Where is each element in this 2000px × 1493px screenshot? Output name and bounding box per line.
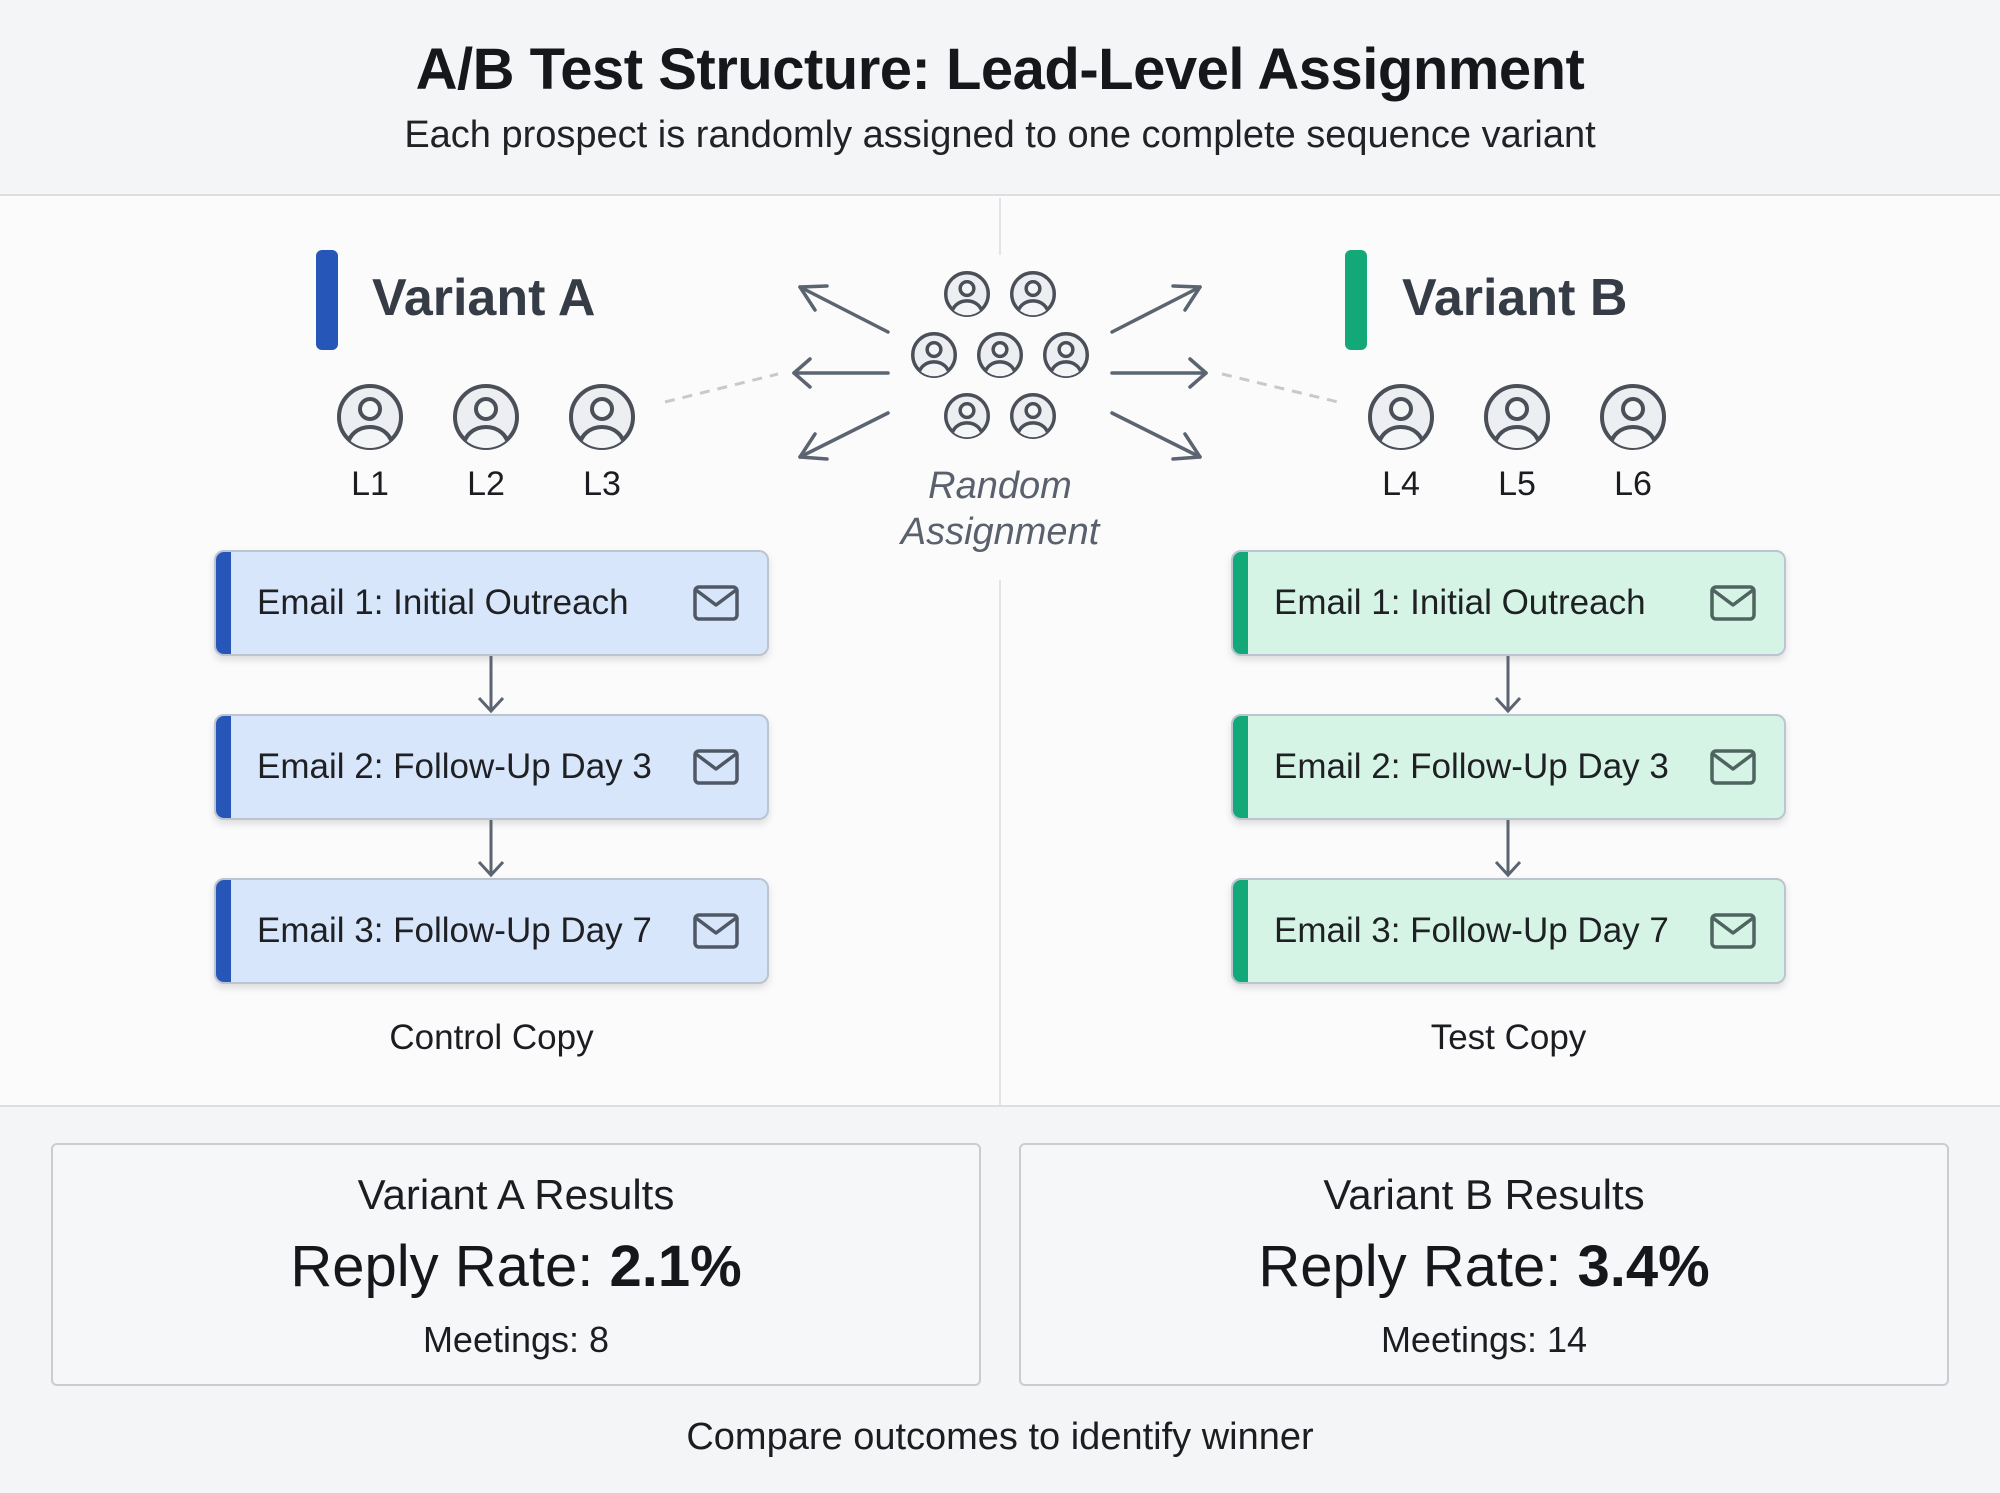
pool-user-icon bbox=[977, 332, 1023, 378]
variant-b-email-1: Email 1: Initial Outreach bbox=[1231, 550, 1786, 656]
results-card-title: Variant B Results bbox=[1323, 1171, 1645, 1218]
variant-a-email-1: Email 1: Initial Outreach bbox=[214, 550, 769, 656]
down-arrow-icon bbox=[1494, 820, 1522, 878]
lead-label: L1 bbox=[351, 465, 389, 503]
email-accent-bar bbox=[216, 552, 231, 654]
email-label: Email 3: Follow-Up Day 7 bbox=[1274, 911, 1669, 950]
lead-user-icon bbox=[569, 384, 635, 450]
variant-b-title: Variant B bbox=[1402, 269, 1628, 327]
page-title: A/B Test Structure: Lead-Level Assignmen… bbox=[415, 37, 1585, 102]
variant-a-title: Variant A bbox=[372, 269, 596, 327]
email-label: Email 1: Initial Outreach bbox=[257, 583, 629, 622]
page-subtitle: Each prospect is randomly assigned to on… bbox=[404, 114, 1596, 156]
down-arrow-icon bbox=[477, 656, 505, 714]
reply-rate-label: Reply Rate: bbox=[1258, 1234, 1562, 1299]
down-arrow-icon bbox=[1494, 656, 1522, 714]
random-assignment-label-line2: Assignment bbox=[900, 511, 1100, 553]
mail-icon bbox=[693, 913, 739, 949]
results-card-title: Variant A Results bbox=[357, 1171, 675, 1218]
lead-label: L2 bbox=[467, 465, 505, 503]
email-label: Email 3: Follow-Up Day 7 bbox=[257, 911, 652, 950]
down-arrow-icon bbox=[477, 820, 505, 878]
reply-rate: Reply Rate: 2.1% bbox=[53, 1233, 979, 1300]
email-label: Email 2: Follow-Up Day 3 bbox=[1274, 747, 1669, 786]
footer-caption: Compare outcomes to identify winner bbox=[686, 1416, 1314, 1458]
email-label: Email 2: Follow-Up Day 3 bbox=[257, 747, 652, 786]
lead-user-icon bbox=[1600, 384, 1666, 450]
header: A/B Test Structure: Lead-Level Assignmen… bbox=[0, 0, 2000, 196]
mail-icon bbox=[693, 749, 739, 785]
pool-user-icon bbox=[944, 271, 990, 317]
reply-rate: Reply Rate: 3.4% bbox=[1021, 1233, 1947, 1300]
meetings-count: Meetings: 14 bbox=[1380, 1319, 1588, 1360]
lead-user-icon bbox=[453, 384, 519, 450]
email-label: Email 1: Initial Outreach bbox=[1274, 583, 1646, 622]
variant-a-color-bar bbox=[316, 250, 338, 350]
meetings-count: Meetings: 8 bbox=[422, 1319, 610, 1360]
lead-label: L6 bbox=[1614, 465, 1652, 503]
variant-b-results-card: Variant B Results Reply Rate: 3.4% Meeti… bbox=[1019, 1143, 1949, 1386]
assignment-arrows bbox=[664, 284, 1339, 461]
mail-icon bbox=[1710, 585, 1756, 621]
email-accent-bar bbox=[1233, 716, 1248, 818]
center-divider-gap bbox=[880, 255, 1120, 580]
variant-a-copy-label: Control Copy bbox=[389, 1018, 594, 1057]
email-accent-bar bbox=[1233, 880, 1248, 982]
center-divider bbox=[999, 198, 1001, 1105]
variant-b-email-2: Email 2: Follow-Up Day 3 bbox=[1231, 714, 1786, 820]
pool-user-icon bbox=[1010, 271, 1056, 317]
email-accent-bar bbox=[216, 716, 231, 818]
lead-user-icon bbox=[337, 384, 403, 450]
random-assignment-label-line1: Random bbox=[928, 465, 1072, 507]
variant-a-results-card: Variant A Results Reply Rate: 2.1% Meeti… bbox=[51, 1143, 981, 1386]
pool-user-icon bbox=[944, 393, 990, 439]
reply-rate-label: Reply Rate: bbox=[290, 1234, 594, 1299]
variant-a-email-3: Email 3: Follow-Up Day 7 bbox=[214, 878, 769, 984]
lead-label: L4 bbox=[1382, 465, 1420, 503]
email-accent-bar bbox=[216, 880, 231, 982]
mail-icon bbox=[1710, 913, 1756, 949]
lead-label: L3 bbox=[583, 465, 621, 503]
mail-icon bbox=[1710, 749, 1756, 785]
lead-user-icon bbox=[1368, 384, 1434, 450]
pool-user-icon bbox=[1010, 393, 1056, 439]
mail-icon bbox=[693, 585, 739, 621]
pool-user-icon bbox=[911, 332, 957, 378]
lead-label: L5 bbox=[1498, 465, 1536, 503]
email-accent-bar bbox=[1233, 552, 1248, 654]
lead-user-icon bbox=[1484, 384, 1550, 450]
reply-rate-value: 2.1% bbox=[609, 1234, 742, 1299]
reply-rate-value: 3.4% bbox=[1577, 1234, 1710, 1299]
variant-b-copy-label: Test Copy bbox=[1430, 1018, 1587, 1057]
variant-b-color-bar bbox=[1345, 250, 1367, 350]
variant-a-email-2: Email 2: Follow-Up Day 3 bbox=[214, 714, 769, 820]
variant-b-email-3: Email 3: Follow-Up Day 7 bbox=[1231, 878, 1786, 984]
pool-user-icon bbox=[1043, 332, 1089, 378]
